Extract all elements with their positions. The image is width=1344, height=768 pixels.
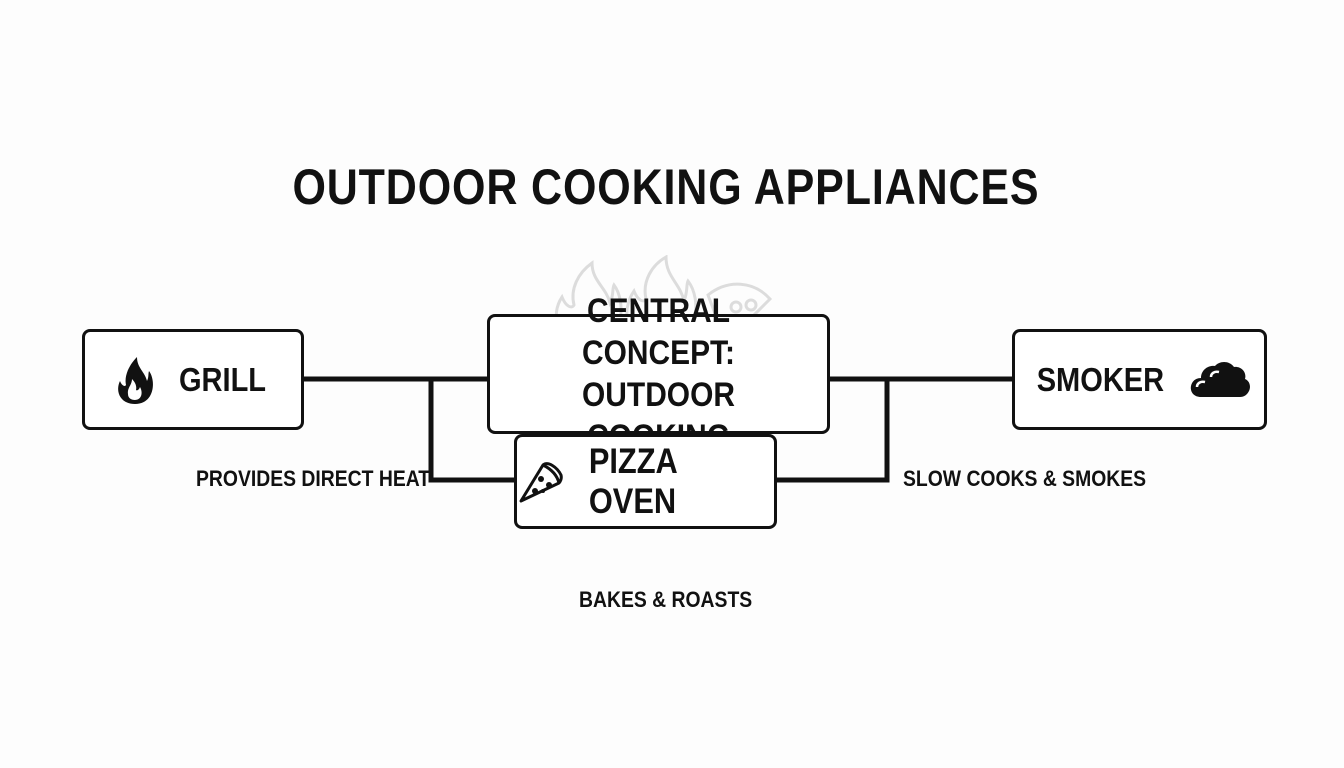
- smoker-node: SMOKER: [1012, 329, 1267, 430]
- grill-node: GRILL: [82, 329, 304, 430]
- grill-label: GRILL: [178, 360, 266, 398]
- central-concept-line1: CENTRAL CONCEPT:: [582, 292, 735, 372]
- pizza-slice-icon: [517, 459, 563, 505]
- flame-icon: [115, 355, 155, 405]
- pizza-oven-node: PIZZA OVEN: [514, 434, 777, 529]
- flame-icon: [554, 260, 623, 345]
- pizza-slice-icon: [706, 282, 773, 346]
- flame-icon: [625, 255, 698, 345]
- pizza-oven-note: BAKES & ROASTS: [579, 587, 753, 612]
- cloud-icon: [1189, 361, 1251, 399]
- central-concept-node: CENTRAL CONCEPT: OUTDOOR COOKING: [487, 292, 830, 456]
- smoker-note: SLOW COOKS & SMOKES: [903, 466, 1147, 491]
- connector-smoker-pizza: [777, 379, 890, 483]
- diagram-title: OUTDOOR COOKING APPLIANCES: [292, 159, 1040, 215]
- connector-grill-pizza: [428, 379, 514, 483]
- pizza-oven-label: PIZZA OVEN: [588, 441, 677, 521]
- smoker-label: SMOKER: [1036, 360, 1165, 398]
- grill-note: PROVIDES DIRECT HEAT: [196, 466, 431, 491]
